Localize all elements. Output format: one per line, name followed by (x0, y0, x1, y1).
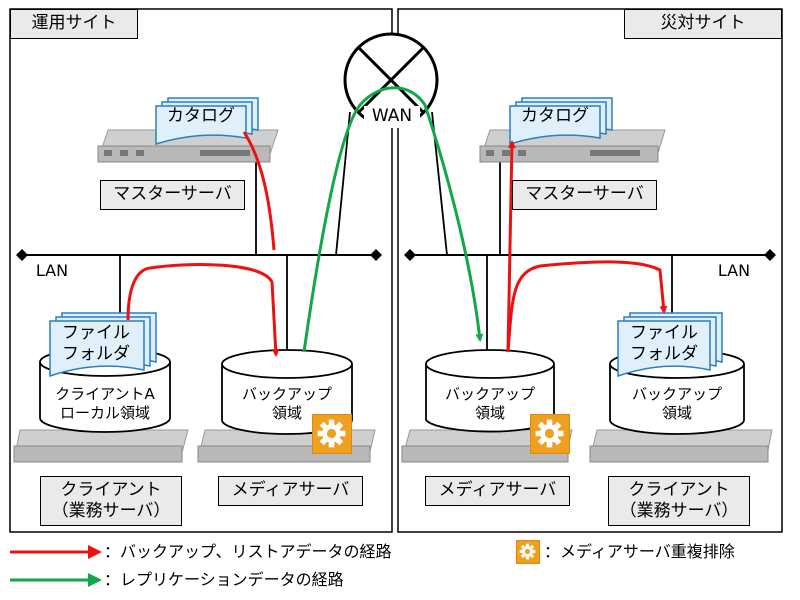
catalog-doc-right-icon (509, 97, 613, 146)
catalog-label-left: カタログ (167, 106, 235, 127)
catalog-update-right (506, 140, 516, 353)
file-folder-label-right: ファイル フォルダ (630, 322, 698, 364)
media-server-label-left: メディアサーバ (218, 476, 363, 506)
lan-label-left: LAN (35, 261, 69, 280)
backup-disk-label-right: バックアップ 領域 (444, 385, 535, 422)
file-folder-label-left: ファイル フォルダ (62, 322, 130, 364)
gear-icon (317, 419, 346, 448)
master-server-label-left: マスターサーバ (100, 180, 245, 210)
site-title-right: 災対サイト (624, 9, 782, 39)
master-server-left-icon (97, 129, 279, 163)
file-doc-left-icon (49, 312, 157, 378)
replication-route (302, 86, 484, 353)
legend-gear (516, 540, 540, 564)
catalog-doc-left-icon (155, 97, 259, 146)
catalog-update-left (242, 131, 276, 251)
client-label-left: クライアント （業務サーバ） (40, 476, 182, 526)
backup-disk-right-icon (425, 349, 555, 433)
wan-icon (343, 32, 439, 128)
dedup-gear-left (312, 414, 352, 454)
site-box-left (9, 8, 393, 533)
backup-disk-label-left: バックアップ 領域 (241, 385, 332, 422)
legend-replication-text: ：レプリケーションデータの経路 (104, 570, 344, 589)
client-server-left-icon (13, 429, 189, 463)
client-disk-label-right: バックアップ 領域 (631, 385, 722, 422)
site-box-right (397, 8, 783, 533)
backup-route-left (126, 263, 280, 357)
lan-label-right: LAN (717, 261, 751, 280)
catalog-label-right: カタログ (521, 106, 589, 127)
gear-icon (519, 543, 536, 560)
client-server-right-icon (589, 429, 773, 463)
master-server-right-icon (479, 129, 666, 163)
legend-backup-text: ：バックアップ、リストアデータの経路 (104, 542, 392, 561)
file-doc-right-icon (617, 312, 723, 378)
legend-dedup-text: ：メディアサーバ重複排除 (544, 542, 735, 561)
dedup-gear-right (530, 414, 570, 454)
client-disk-label-left: クライアントA ローカル領域 (55, 385, 155, 422)
client-label-right: クライアント （業務サーバ） (608, 476, 750, 526)
master-server-label-right: マスターサーバ (512, 180, 657, 210)
media-server-right-icon (401, 429, 573, 463)
media-server-label-right: メディアサーバ (425, 476, 570, 506)
site-title-left: 運用サイト (10, 9, 138, 39)
restore-route-right (506, 260, 668, 353)
gear-icon (535, 419, 564, 448)
wan-label: WAN (364, 106, 420, 128)
